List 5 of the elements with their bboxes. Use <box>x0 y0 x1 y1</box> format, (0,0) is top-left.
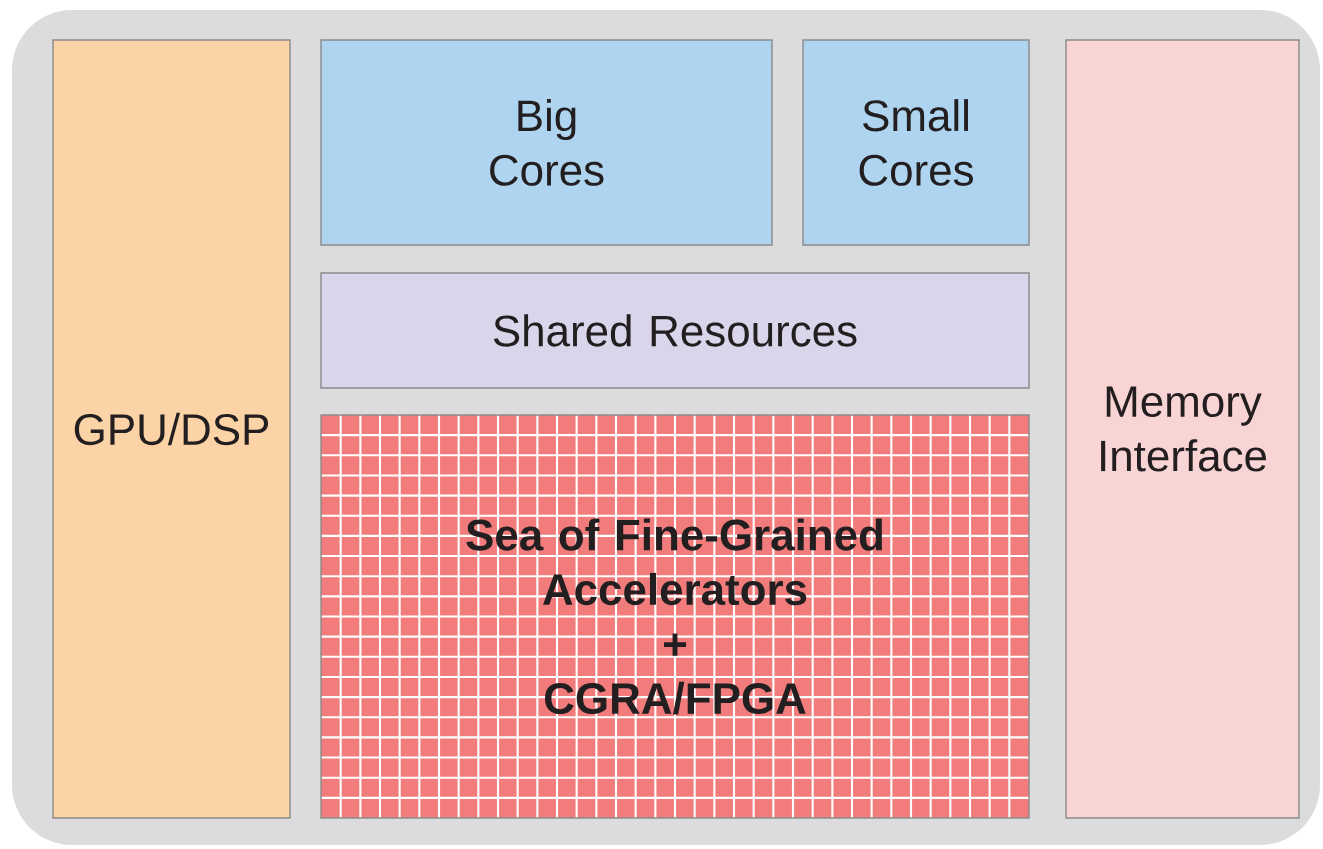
gpu-block: GPU/DSP <box>52 39 291 819</box>
core-block: Small Cores <box>802 39 1030 246</box>
shared-resources-block: Shared Resources <box>320 272 1030 389</box>
memory-interface-block: Memory Interface <box>1065 39 1300 819</box>
core-block: Big Cores <box>320 39 773 246</box>
